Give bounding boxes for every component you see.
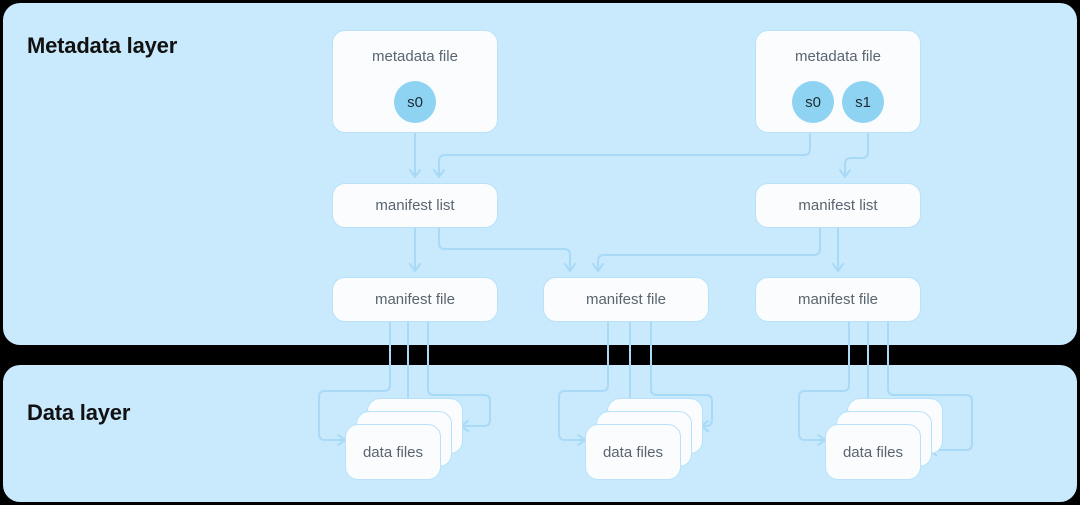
data-file-card-front[interactable]: data files: [585, 424, 681, 480]
metadata-file-label: metadata file: [795, 48, 881, 65]
manifest-file-node-0[interactable]: manifest file: [332, 277, 498, 322]
data-files-label: data files: [362, 443, 424, 461]
manifest-file-label: manifest file: [797, 291, 879, 308]
manifest-list-node-0[interactable]: manifest list: [332, 183, 498, 228]
manifest-list-node-1[interactable]: manifest list: [755, 183, 921, 228]
metadata-file-node-0[interactable]: metadata file s0: [332, 30, 498, 133]
metadata-file-node-1[interactable]: metadata file s0 s1: [755, 30, 921, 133]
data-file-card-front[interactable]: data files: [345, 424, 441, 480]
snapshot-badge-s0[interactable]: s0: [394, 81, 436, 123]
snapshot-badge-s1[interactable]: s1: [842, 81, 884, 123]
snapshot-row: s0: [394, 81, 436, 123]
snapshot-badge-s0[interactable]: s0: [792, 81, 834, 123]
manifest-file-node-2[interactable]: manifest file: [755, 277, 921, 322]
metadata-layer-title: Metadata layer: [27, 33, 178, 58]
snapshot-row: s0 s1: [792, 81, 884, 123]
manifest-file-label: manifest file: [585, 291, 667, 308]
data-files-label: data files: [842, 443, 904, 461]
data-files-stack-0[interactable]: data files: [345, 398, 463, 490]
data-file-card-front[interactable]: data files: [825, 424, 921, 480]
data-layer-title: Data layer: [27, 400, 131, 425]
data-files-label: data files: [602, 443, 664, 461]
manifest-file-node-1[interactable]: manifest file: [543, 277, 709, 322]
metadata-file-label: metadata file: [372, 48, 458, 65]
manifest-file-label: manifest file: [374, 291, 456, 308]
manifest-list-label: manifest list: [798, 197, 878, 214]
data-files-stack-1[interactable]: data files: [585, 398, 703, 490]
manifest-list-label: manifest list: [375, 197, 455, 214]
data-files-stack-2[interactable]: data files: [825, 398, 943, 490]
